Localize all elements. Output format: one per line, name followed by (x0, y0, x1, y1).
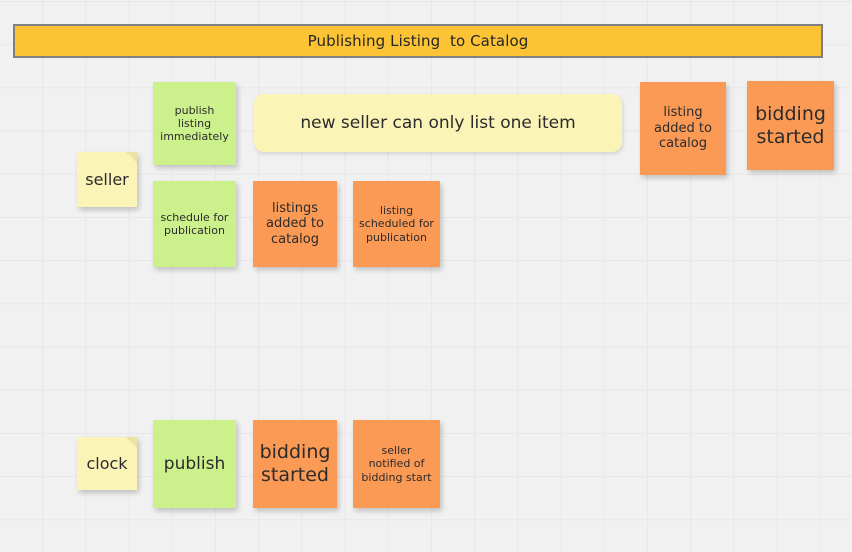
sticky-note-schedule-for-publication[interactable]: schedule for publication (153, 181, 236, 267)
sticky-note-seller-actor[interactable]: seller (77, 152, 137, 207)
sticky-note-label: publish (163, 453, 226, 474)
sticky-note-label: bidding started (755, 102, 826, 148)
sticky-note-listing-scheduled-pub[interactable]: listing scheduled for publication (353, 181, 440, 267)
sticky-note-label: listing scheduled for publication (359, 204, 434, 244)
sticky-note-seller-notified-bidding[interactable]: seller notified of bidding start (353, 420, 440, 508)
sticky-note-listing-added-catalog[interactable]: listing added to catalog (640, 82, 726, 175)
sticky-note-new-seller-rule[interactable]: new seller can only list one item (254, 94, 622, 152)
sticky-note-label: new seller can only list one item (300, 112, 576, 133)
sticky-note-bidding-started-bottom[interactable]: bidding started (253, 420, 337, 508)
sticky-note-clock-actor[interactable]: clock (77, 437, 137, 490)
board-title-banner: Publishing Listing to Catalog (13, 24, 823, 58)
sticky-note-label: seller (85, 169, 129, 189)
sticky-note-label: clock (86, 453, 128, 473)
sticky-note-publish-command[interactable]: publish (153, 420, 236, 508)
board-title-text: Publishing Listing to Catalog (307, 32, 529, 50)
sticky-note-label: listing added to catalog (654, 105, 712, 152)
sticky-note-bidding-started-top[interactable]: bidding started (747, 81, 834, 170)
sticky-note-label: bidding started (259, 441, 331, 486)
sticky-note-label: seller notified of bidding start (361, 444, 432, 484)
sticky-note-label: publish listing immediately (160, 103, 229, 144)
sticky-note-label: listings added to catalog (266, 200, 324, 247)
sticky-note-listings-added-catalog[interactable]: listings added to catalog (253, 181, 337, 267)
sticky-note-publish-listing-imm[interactable]: publish listing immediately (153, 82, 236, 165)
sticky-note-label: schedule for publication (160, 210, 229, 237)
